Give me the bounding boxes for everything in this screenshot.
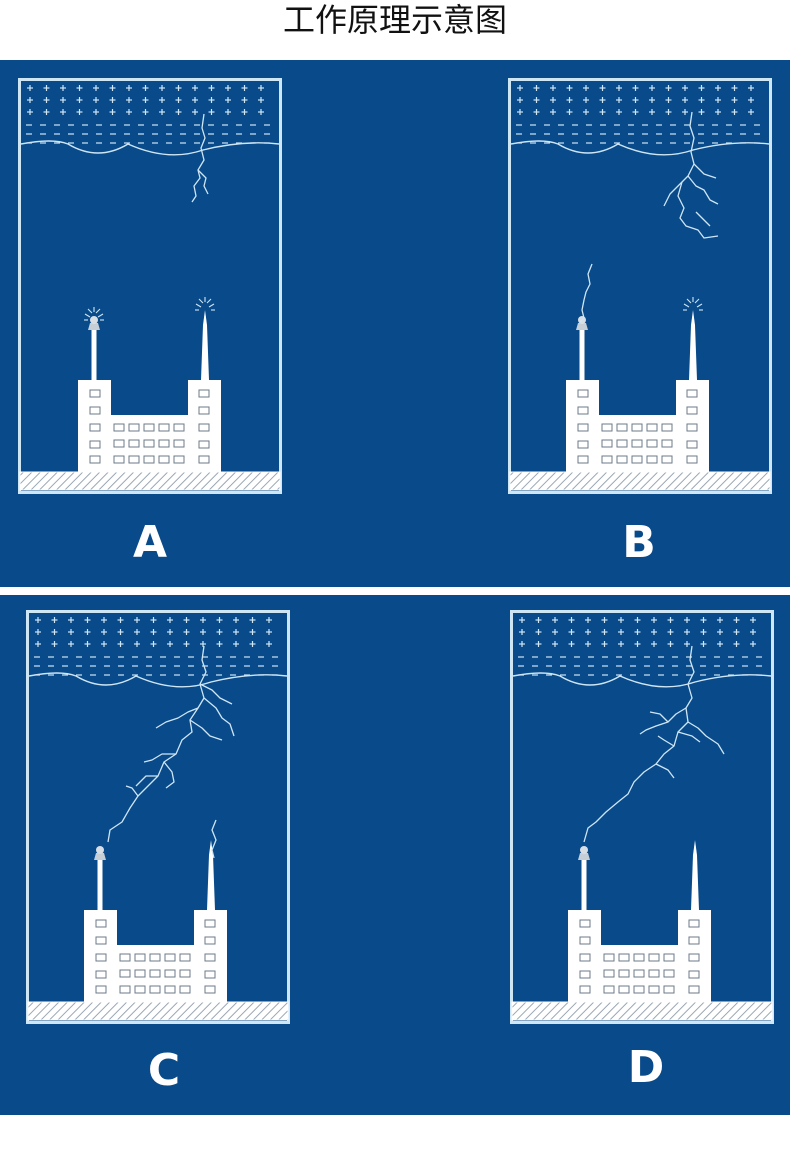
lightning-bolt-6 bbox=[163, 761, 175, 789]
cloud-charges bbox=[34, 617, 278, 676]
factory-building bbox=[84, 910, 227, 1002]
factory-building bbox=[78, 380, 221, 472]
scene-a bbox=[18, 78, 282, 494]
ese-terminal-head bbox=[578, 853, 590, 860]
lightning-bolt-3 bbox=[693, 163, 717, 179]
page-title: 工作原理示意图 bbox=[282, 1, 507, 39]
ground-hatch bbox=[27, 1001, 289, 1021]
scene-b bbox=[508, 78, 772, 494]
diagram-band-top bbox=[0, 60, 790, 587]
lightning-bolt-0 bbox=[583, 645, 695, 843]
ese-terminal-tip bbox=[96, 846, 104, 854]
scene-frame bbox=[508, 78, 772, 494]
ground-hatch bbox=[509, 471, 771, 491]
ese-terminal-tip bbox=[90, 316, 98, 324]
scene-label-a: A bbox=[132, 517, 168, 568]
ese-terminal-head bbox=[576, 323, 588, 330]
lightning-bolt-0 bbox=[107, 645, 207, 843]
scene-frame bbox=[26, 610, 290, 1024]
ground-hatch bbox=[511, 1001, 773, 1021]
scene-d bbox=[510, 610, 774, 1024]
lightning-bolt-5 bbox=[143, 753, 176, 763]
lightning-bolt-5 bbox=[649, 711, 669, 723]
lightning-bolt-3 bbox=[677, 731, 701, 743]
ese-terminal-head bbox=[94, 853, 106, 860]
scene-label-b: B bbox=[622, 517, 656, 568]
cloud-edge bbox=[20, 140, 280, 156]
cloud-charges bbox=[518, 617, 762, 676]
right-lightning-rod bbox=[207, 840, 215, 910]
factory-building bbox=[568, 910, 711, 1002]
lightning-bolt-6 bbox=[655, 763, 675, 779]
scene-label-c: C bbox=[147, 1045, 181, 1096]
cloud-edge bbox=[28, 672, 288, 688]
lightning-bolt-4 bbox=[189, 719, 223, 741]
lightning-bolt-4 bbox=[657, 735, 675, 747]
scene-frame bbox=[18, 78, 282, 494]
lightning-bolt-2 bbox=[677, 181, 719, 239]
lightning-bolt-5 bbox=[579, 263, 593, 323]
cloud-charges bbox=[26, 85, 270, 144]
lightning-bolt-2 bbox=[199, 683, 233, 705]
scene-frame bbox=[510, 610, 774, 1024]
lightning-bolts bbox=[583, 645, 725, 843]
cloud-edge bbox=[510, 140, 770, 156]
right-lightning-rod bbox=[689, 310, 697, 380]
lightning-bolt-0 bbox=[663, 111, 695, 207]
lightning-bolt-1 bbox=[197, 169, 209, 195]
cloud-charges bbox=[516, 85, 760, 144]
ese-terminal-tip bbox=[580, 846, 588, 854]
lightning-bolt-9 bbox=[211, 819, 217, 859]
lightning-bolt-1 bbox=[155, 707, 199, 729]
scene-c bbox=[26, 610, 290, 1024]
sparks bbox=[683, 297, 703, 311]
lightning-bolt-1 bbox=[687, 175, 719, 205]
building-windows bbox=[579, 919, 700, 994]
left-lightning-rod bbox=[579, 330, 585, 380]
lightning-bolts bbox=[191, 113, 209, 203]
lightning-bolts bbox=[579, 111, 719, 323]
left-lightning-rod bbox=[97, 860, 103, 910]
lightning-bolt-7 bbox=[135, 775, 158, 787]
lightning-bolt-8 bbox=[125, 785, 139, 797]
scene-label-d: D bbox=[627, 1042, 665, 1093]
lightning-bolts bbox=[107, 645, 235, 859]
right-lightning-rod bbox=[201, 310, 209, 380]
lightning-bolt-3 bbox=[203, 697, 235, 737]
sparks bbox=[84, 297, 215, 321]
ese-terminal-head bbox=[88, 323, 100, 330]
factory-building bbox=[566, 380, 709, 472]
ground-hatch bbox=[19, 471, 281, 491]
building-windows bbox=[577, 389, 698, 464]
lightning-bolt-4 bbox=[695, 211, 711, 227]
lightning-bolt-1 bbox=[639, 707, 687, 735]
left-lightning-rod bbox=[91, 330, 97, 380]
building-windows bbox=[89, 389, 210, 464]
lightning-bolt-0 bbox=[191, 113, 206, 203]
building-windows bbox=[95, 919, 216, 994]
left-lightning-rod bbox=[581, 860, 587, 910]
right-lightning-rod bbox=[691, 840, 699, 910]
diagram-band-bottom bbox=[0, 595, 790, 1115]
cloud-edge bbox=[512, 672, 772, 688]
lightning-bolt-2 bbox=[687, 721, 725, 755]
